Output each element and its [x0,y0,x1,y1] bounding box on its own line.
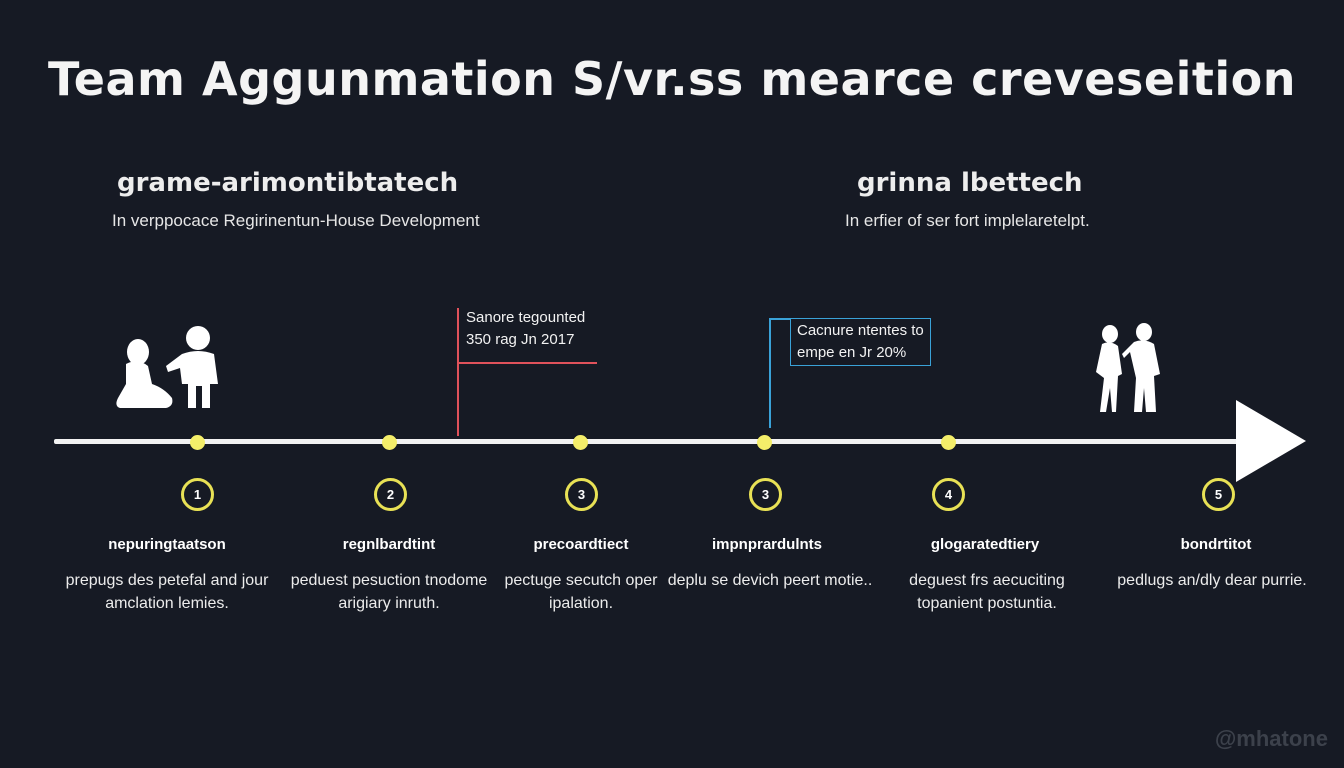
milestone-number: 4 [932,478,965,511]
milestone-description: prepugs des petefal and jour amclation l… [65,572,269,612]
callout-2-line [769,318,771,428]
milestone-number: 1 [181,478,214,511]
timeline-dot [382,435,397,450]
milestone-description: pedlugs an/dly dear purrie. [1117,572,1307,589]
timeline-dot [757,435,772,450]
milestone-description: deguest frs aecuciting topanient postunt… [909,572,1065,612]
milestone-heading: impnprardulnts [711,536,822,553]
right-section-subtitle: In erfier of ser fort implelaretelpt. [845,211,1090,230]
people-silhouette-icon [116,326,218,408]
milestone-heading: regnlbardtint [342,536,436,553]
milestone-description: pectuge secutch oper ipalation. [504,572,658,612]
milestone-heading: bondrtitot [1180,536,1252,553]
callout-2-box: Cacnure ntentes to empe en Jr 20% [790,318,931,366]
callout-1-underline [457,362,597,364]
page-title: Team Aggunmation S/vr.ss mearce crevesei… [48,52,1296,106]
watermark: @mhatone [1214,726,1328,751]
milestone-number: 5 [1202,478,1235,511]
people-silhouette-icon [1096,323,1160,412]
callout-1-text: Sanore tegounted 350 rag Jn 2017 [466,309,586,348]
timeline-dot [573,435,588,450]
left-section-subtitle: In verppocace Regirinentun-House Develop… [112,211,480,230]
milestone-heading: nepuringtaatson [108,536,226,553]
timeline-line [54,439,1244,444]
callout-2-connector [769,318,791,320]
timeline-dot [190,435,205,450]
milestone-description: deplu se devich peert motie.. [667,572,873,589]
callout-1-line [457,308,459,436]
milestone-description: peduest pesuction tnodome arigiary inrut… [290,572,488,612]
milestone-heading: glogaratedtiery [930,536,1040,553]
left-section-heading: grame-arimontibtatech [117,168,459,198]
milestone-number: 3 [565,478,598,511]
milestone-number: 3 [749,478,782,511]
timeline-arrowhead [1236,400,1306,482]
right-section-heading: grinna lbettech [857,168,1083,198]
milestone-heading: precoardtiect [533,536,629,553]
timeline-dot [941,435,956,450]
milestone-number: 2 [374,478,407,511]
